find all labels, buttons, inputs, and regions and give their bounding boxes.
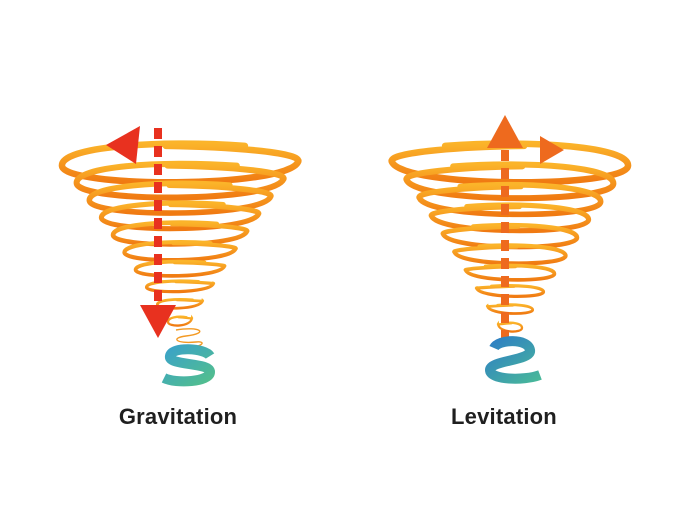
- spiral-loop: [110, 220, 250, 247]
- letter-s-mirrored-icon: [484, 336, 542, 384]
- spiral-loop: [428, 202, 592, 234]
- spiral-loop: [86, 180, 274, 216]
- spiral-loop: [463, 263, 557, 282]
- dashed-arrow-down-icon: [140, 128, 176, 338]
- gravitation-label: Gravitation: [118, 404, 238, 429]
- spiral-loop: [452, 243, 568, 266]
- gravitation-rotation-arrow-icon: [106, 126, 140, 164]
- levitation-label: Levitation: [451, 404, 557, 429]
- spiral-loop: [166, 314, 194, 327]
- spiral-loop: [416, 182, 604, 218]
- levitation-panel: [388, 115, 632, 384]
- levitation-spiral: [388, 140, 632, 333]
- spiral-loop: [485, 303, 535, 315]
- spiral-loop: [474, 284, 546, 298]
- levitation-rotation-arrow-icon: [540, 136, 564, 164]
- dashed-arrow-up-icon: [487, 115, 523, 345]
- spiral-loop: [155, 298, 205, 310]
- spiral-loop: [403, 161, 617, 202]
- gravitation-spiral: [58, 140, 302, 327]
- spiral-loop: [133, 259, 227, 278]
- spiral-loop: [388, 140, 632, 186]
- gravitation-panel: [58, 126, 302, 387]
- gravitation-spiral-tail: [175, 328, 203, 349]
- letter-s-icon: [161, 344, 216, 387]
- spiral-loop: [122, 240, 238, 263]
- spiral-loop: [496, 320, 524, 333]
- spiral-loop: [73, 160, 287, 201]
